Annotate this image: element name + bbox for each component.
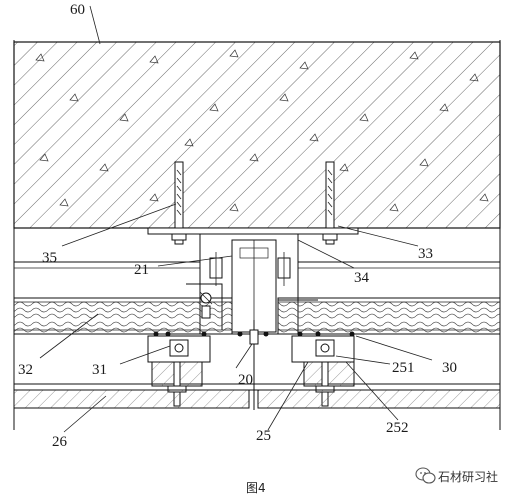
label-30: 30 xyxy=(442,360,457,376)
stone-panel xyxy=(13,389,501,409)
insulation-layer-right xyxy=(277,297,501,335)
label-251: 251 xyxy=(392,360,415,376)
label-25: 25 xyxy=(256,428,271,444)
figure-caption: 图4 xyxy=(246,481,266,495)
hanger-assembly-right xyxy=(291,335,355,407)
wechat-icon xyxy=(415,467,436,484)
label-60: 60 xyxy=(70,2,85,18)
anchor-bolt-right xyxy=(322,161,338,245)
label-35: 35 xyxy=(42,250,57,266)
label-20: 20 xyxy=(238,372,253,388)
watermark-text: 石材研习社 xyxy=(438,469,498,484)
hanger-assembly-left xyxy=(147,335,211,407)
base-plate xyxy=(147,227,359,235)
label-31: 31 xyxy=(92,362,107,378)
label-21: 21 xyxy=(134,262,149,278)
insulation-layer-left xyxy=(13,297,233,335)
label-26: 26 xyxy=(52,434,68,450)
watermark: 石材研习社 xyxy=(415,467,498,484)
label-34: 34 xyxy=(354,270,370,286)
label-32: 32 xyxy=(18,362,33,378)
clip-bolt xyxy=(199,291,213,319)
concrete-slab xyxy=(13,41,501,229)
label-33: 33 xyxy=(418,246,433,262)
label-252: 252 xyxy=(386,420,409,436)
